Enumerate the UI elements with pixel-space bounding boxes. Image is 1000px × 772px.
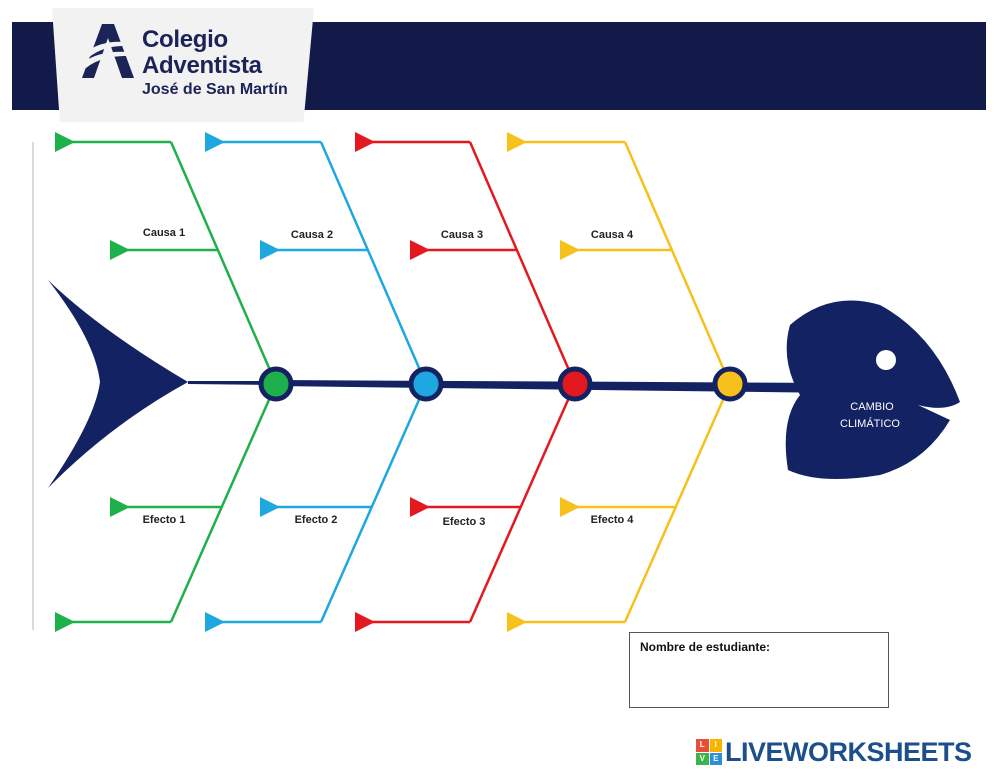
branch-2-upper-diagonal xyxy=(319,141,428,385)
cause-label-3: Causa 3 xyxy=(441,229,483,241)
head-label-line2: CLIMÁTICO xyxy=(840,417,900,430)
branches: Causa 1 Efecto 1 Causa 2 Efecto 2 Causa 3 Efe… xyxy=(55,132,748,632)
effect-label-2: Efecto 2 xyxy=(295,514,338,526)
branch-1-node xyxy=(258,366,294,402)
branch-3-upper-diagonal xyxy=(468,141,577,385)
effect-label-3: Efecto 3 xyxy=(443,516,486,528)
fish-head xyxy=(785,300,960,479)
branch-4-lower-diagonal xyxy=(623,383,732,623)
effect-label-4: Efecto 4 xyxy=(591,514,635,526)
lw-icon-letter-v: V xyxy=(696,752,709,765)
lw-icon-letter-i: I xyxy=(709,739,722,752)
fish-eye xyxy=(876,350,896,370)
spine xyxy=(275,380,840,393)
student-name-label: Nombre de estudiante: xyxy=(640,640,771,654)
branch-4-upper-diagonal xyxy=(623,141,732,385)
liveworksheets-text: LIVEWORKSHEETS xyxy=(725,736,972,767)
school-name-line2: Adventista xyxy=(142,52,262,79)
fish-tail xyxy=(48,280,188,488)
effect-label-1: Efecto 1 xyxy=(143,514,186,526)
cause-label-2: Causa 2 xyxy=(291,229,333,241)
branch-3-lower-diagonal xyxy=(468,383,577,623)
student-name-box[interactable]: Nombre de estudiante: xyxy=(629,632,889,708)
school-name-line1: Colegio xyxy=(142,26,228,53)
liveworksheets-icon: L I V E xyxy=(696,739,722,765)
branch-1-upper-diagonal xyxy=(169,141,278,385)
head-label-line1: CAMBIO xyxy=(850,401,894,413)
branch-1-lower-diagonal xyxy=(169,383,278,623)
branch-2-node xyxy=(408,366,444,402)
lw-icon-letter-e: E xyxy=(709,752,722,765)
branch-3-node xyxy=(557,366,593,402)
liveworksheets-logo: L I V E LIVEWORKSHEETS xyxy=(696,737,972,767)
school-name-line3: José de San Martín xyxy=(142,81,288,98)
spine-tail-segment xyxy=(188,381,275,385)
cause-label-1: Causa 1 xyxy=(143,227,185,239)
school-name: Colegio Adventista José de San Martín xyxy=(142,28,288,98)
branch-2-lower-diagonal xyxy=(319,383,428,623)
school-logo-icon xyxy=(82,24,134,78)
lw-icon-letter-l: L xyxy=(696,739,709,752)
branch-4-node xyxy=(712,366,748,402)
cause-label-4: Causa 4 xyxy=(591,229,634,241)
